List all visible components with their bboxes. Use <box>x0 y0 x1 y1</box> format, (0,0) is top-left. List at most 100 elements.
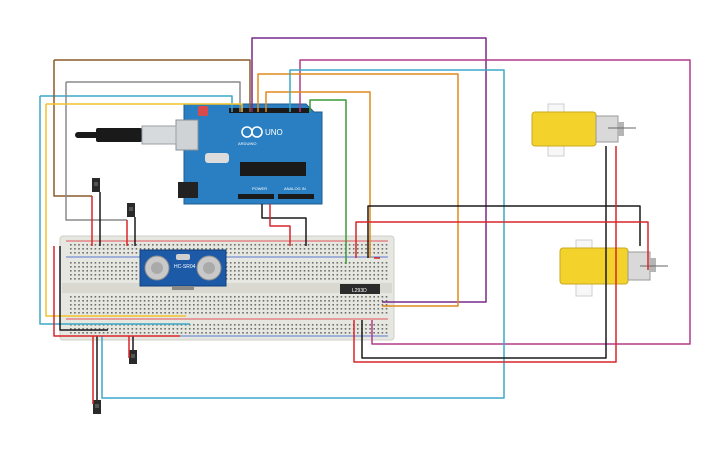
breadboard-hole <box>291 278 293 280</box>
breadboard-hole <box>102 262 105 264</box>
breadboard-hole <box>94 296 97 298</box>
breadboard-hole <box>213 312 216 314</box>
pushbutton[interactable] <box>93 400 101 414</box>
breadboard-hole <box>164 328 166 330</box>
breadboard-hole <box>328 278 330 280</box>
breadboard-hole <box>139 328 142 330</box>
breadboard-hole <box>119 324 121 326</box>
breadboard-hole <box>242 324 244 326</box>
pushbutton[interactable] <box>127 203 135 217</box>
breadboard-hole <box>135 324 138 326</box>
breadboard-hole <box>295 270 298 272</box>
breadboard-hole <box>320 266 322 268</box>
breadboard-hole <box>352 262 355 264</box>
breadboard-hole <box>176 312 179 314</box>
breadboard-hole <box>283 278 285 280</box>
breadboard-hole <box>377 274 380 276</box>
breadboard-hole <box>188 300 191 302</box>
breadboard-hole <box>332 324 334 326</box>
breadboard-hole <box>283 324 285 326</box>
breadboard-hole <box>311 248 314 250</box>
breadboard-hole <box>225 274 228 276</box>
breadboard-hole <box>348 274 351 276</box>
breadboard-hole <box>102 244 105 246</box>
breadboard-hole <box>332 266 334 268</box>
breadboard-hole <box>94 304 97 306</box>
breadboard-hole <box>111 266 113 268</box>
breadboard-hole <box>201 324 203 326</box>
breadboard-hole <box>234 248 236 250</box>
breadboard-hole <box>324 278 326 280</box>
pushbutton[interactable] <box>129 350 137 364</box>
breadboard-hole <box>385 328 388 330</box>
breadboard-hole <box>279 296 281 298</box>
breadboard-hole <box>86 304 88 306</box>
breadboard-hole <box>74 278 76 280</box>
breadboard-hole <box>176 308 179 310</box>
breadboard-hole <box>324 266 326 268</box>
breadboard-hole <box>172 244 175 246</box>
breadboard-hole <box>381 266 384 268</box>
breadboard-hole <box>262 262 265 264</box>
breadboard-hole <box>254 248 257 250</box>
reset-button[interactable] <box>198 106 208 116</box>
breadboard-hole <box>385 266 388 268</box>
breadboard-hole <box>115 270 117 272</box>
breadboard-hole <box>324 328 326 330</box>
breadboard-hole <box>188 312 191 314</box>
ultrasonic-sensor[interactable]: HC-SR04 <box>139 249 227 290</box>
breadboard-hole <box>270 278 273 280</box>
breadboard-hole <box>266 324 269 326</box>
breadboard-hole <box>74 312 76 314</box>
breadboard-hole <box>82 244 84 246</box>
dc-gear-motor[interactable] <box>531 103 636 157</box>
breadboard-hole <box>316 248 318 250</box>
breadboard-hole <box>160 304 162 306</box>
breadboard-hole <box>377 296 380 298</box>
breadboard-hole <box>82 300 84 302</box>
breadboard-hole <box>262 296 265 298</box>
breadboard-hole <box>320 312 322 314</box>
breadboard-hole <box>102 248 105 250</box>
motor-driver-ic[interactable]: L293D <box>340 284 380 294</box>
breadboard-hole <box>180 312 183 314</box>
breadboard-hole <box>275 274 277 276</box>
dc-gear-motor[interactable] <box>559 239 668 297</box>
breadboard-hole <box>316 312 318 314</box>
breadboard-hole <box>127 324 129 326</box>
breadboard-hole <box>225 304 228 306</box>
breadboard-hole <box>242 312 244 314</box>
breadboard-hole <box>344 266 347 268</box>
breadboard-hole <box>115 328 117 330</box>
breadboard-hole <box>291 248 293 250</box>
breadboard-hole <box>299 304 302 306</box>
breadboard-hole <box>311 300 314 302</box>
breadboard-hole <box>106 308 109 310</box>
breadboard-hole <box>254 304 257 306</box>
breadboard-hole <box>258 308 261 310</box>
breadboard-hole <box>311 332 314 334</box>
breadboard-hole <box>357 328 359 330</box>
breadboard-hole <box>324 324 326 326</box>
breadboard-hole <box>213 324 216 326</box>
breadboard-hole <box>283 252 285 254</box>
breadboard-hole <box>287 244 289 246</box>
pushbutton[interactable] <box>92 178 100 192</box>
breadboard-hole <box>279 332 281 334</box>
breadboard-hole <box>70 328 72 330</box>
breadboard-hole <box>287 328 289 330</box>
breadboard-hole <box>106 278 109 280</box>
breadboard-hole <box>275 278 277 280</box>
breadboard-hole <box>193 300 195 302</box>
breadboard-hole <box>78 262 80 264</box>
breadboard-hole <box>98 328 101 330</box>
breadboard-hole <box>135 296 138 298</box>
breadboard-hole <box>115 324 117 326</box>
breadboard-hole <box>74 332 76 334</box>
breadboard-hole <box>131 262 134 264</box>
breadboard-hole <box>373 278 375 280</box>
breadboard-hole <box>324 244 326 246</box>
digital-header <box>229 108 309 113</box>
breadboard-hole <box>225 262 228 264</box>
arduino-uno-board[interactable]: UNO ARDUINO POWER ANALOG IN <box>175 103 323 205</box>
